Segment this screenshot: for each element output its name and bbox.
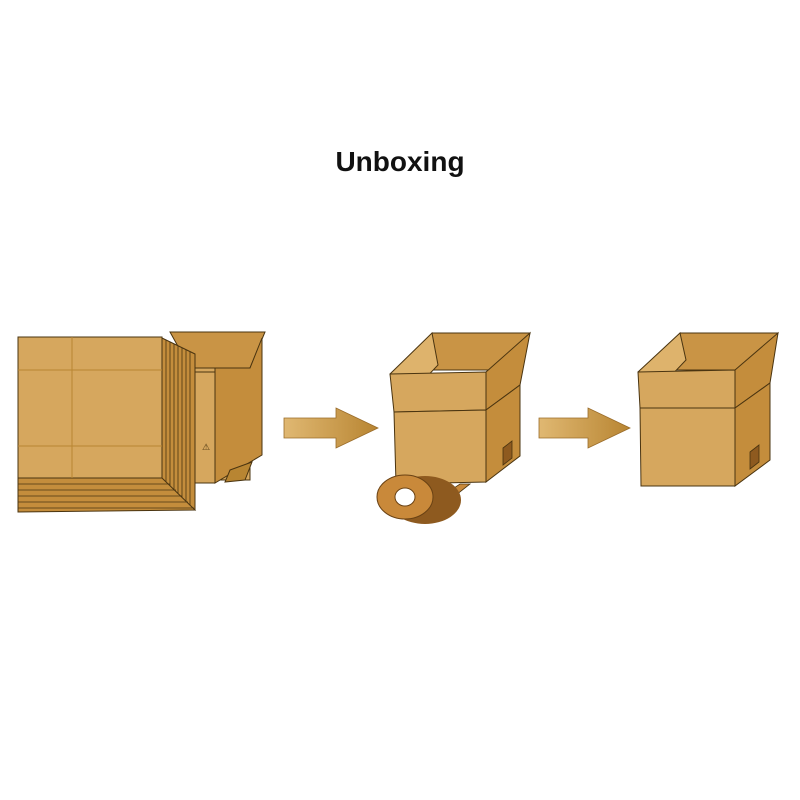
flat-board-top [17,336,163,479]
tape-roll-icon [376,474,461,524]
open-box-behind: ⚠ [169,331,266,484]
page-title: Unboxing [335,146,465,177]
step-flat-stack-and-open-box: ⚠ [17,331,266,513]
board-stack-edges [17,337,197,513]
right-arrow-icon [538,407,631,449]
step-finished-box [637,331,779,487]
step-taping-box [376,331,531,524]
box-marking-icon: ⚠ [202,443,210,453]
right-arrow-icon [283,407,379,449]
